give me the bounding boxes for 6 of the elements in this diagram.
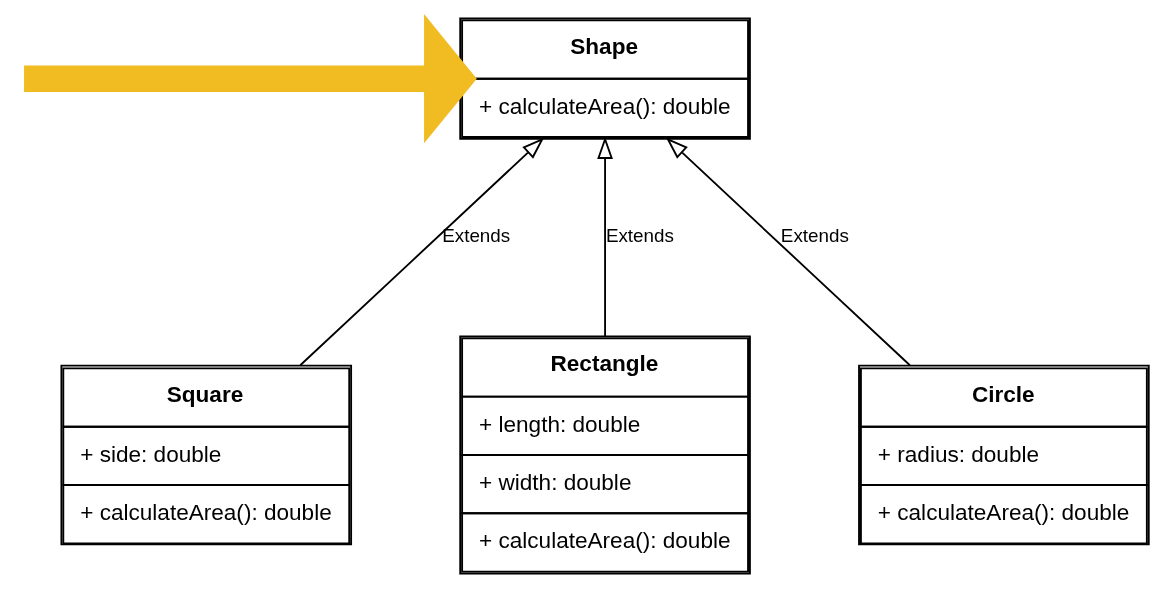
edge-label: Extends [780, 224, 849, 246]
arrow [665, 136, 911, 366]
arrow [24, 13, 477, 143]
arrow [299, 136, 545, 366]
edge-label: Extends [442, 224, 511, 246]
edge-label: Extends [605, 224, 674, 246]
